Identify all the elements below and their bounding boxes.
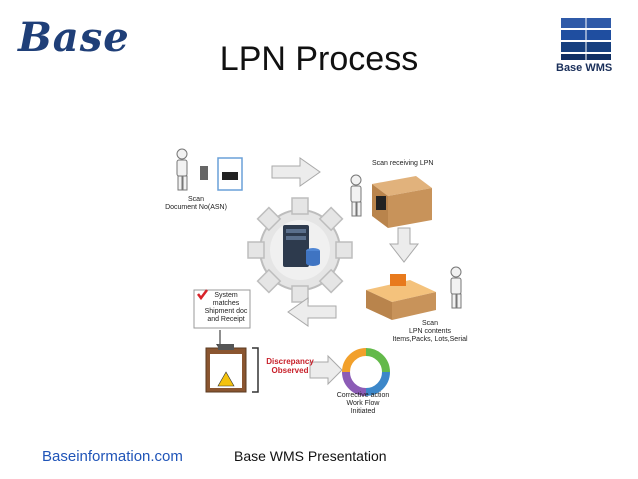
server-icon — [283, 225, 320, 267]
checkmark-icon — [197, 289, 208, 301]
slide-title: LPN Process — [219, 40, 419, 78]
scan-document-label: Scan Document No(ASN) — [165, 196, 227, 211]
website-link[interactable]: Baseinformation.com — [42, 448, 183, 465]
box-icon — [372, 176, 432, 228]
system-matches-label: System matches Shipment doc and Receipt — [204, 292, 248, 323]
presentation-label: Base WMS Presentation — [234, 448, 387, 464]
barcode-scanner-icon — [200, 166, 208, 180]
person-icon — [176, 148, 188, 191]
arrow-right-icon — [271, 157, 321, 187]
person-icon — [350, 174, 362, 217]
bracket — [252, 347, 259, 393]
document-icon — [217, 157, 243, 191]
arrow-down-icon — [388, 227, 420, 263]
scan-receiving-label: Scan receiving LPN — [372, 160, 434, 167]
person-icon — [450, 266, 462, 309]
scan-lpn-label: Scan LPN contents Items,Packs, Lots,Seri… — [392, 320, 468, 343]
arrow-left-icon — [287, 297, 337, 327]
base-wms-logo-label: Base WMS — [556, 62, 613, 74]
cycle-icon — [342, 348, 390, 396]
base-wms-logo-icon — [561, 18, 611, 60]
open-box-icon — [366, 274, 436, 320]
lpn-process-diagram — [176, 148, 462, 396]
corrective-action-label: Corrective action Work Flow Initiated — [336, 392, 390, 415]
base-logo: Base — [18, 14, 130, 61]
clipboard-warning-icon — [205, 344, 247, 393]
discrepancy-observed-label: Discrepancy Observed — [266, 357, 314, 375]
arrow-right-small-icon — [309, 354, 343, 386]
system-matches-box — [193, 289, 251, 329]
